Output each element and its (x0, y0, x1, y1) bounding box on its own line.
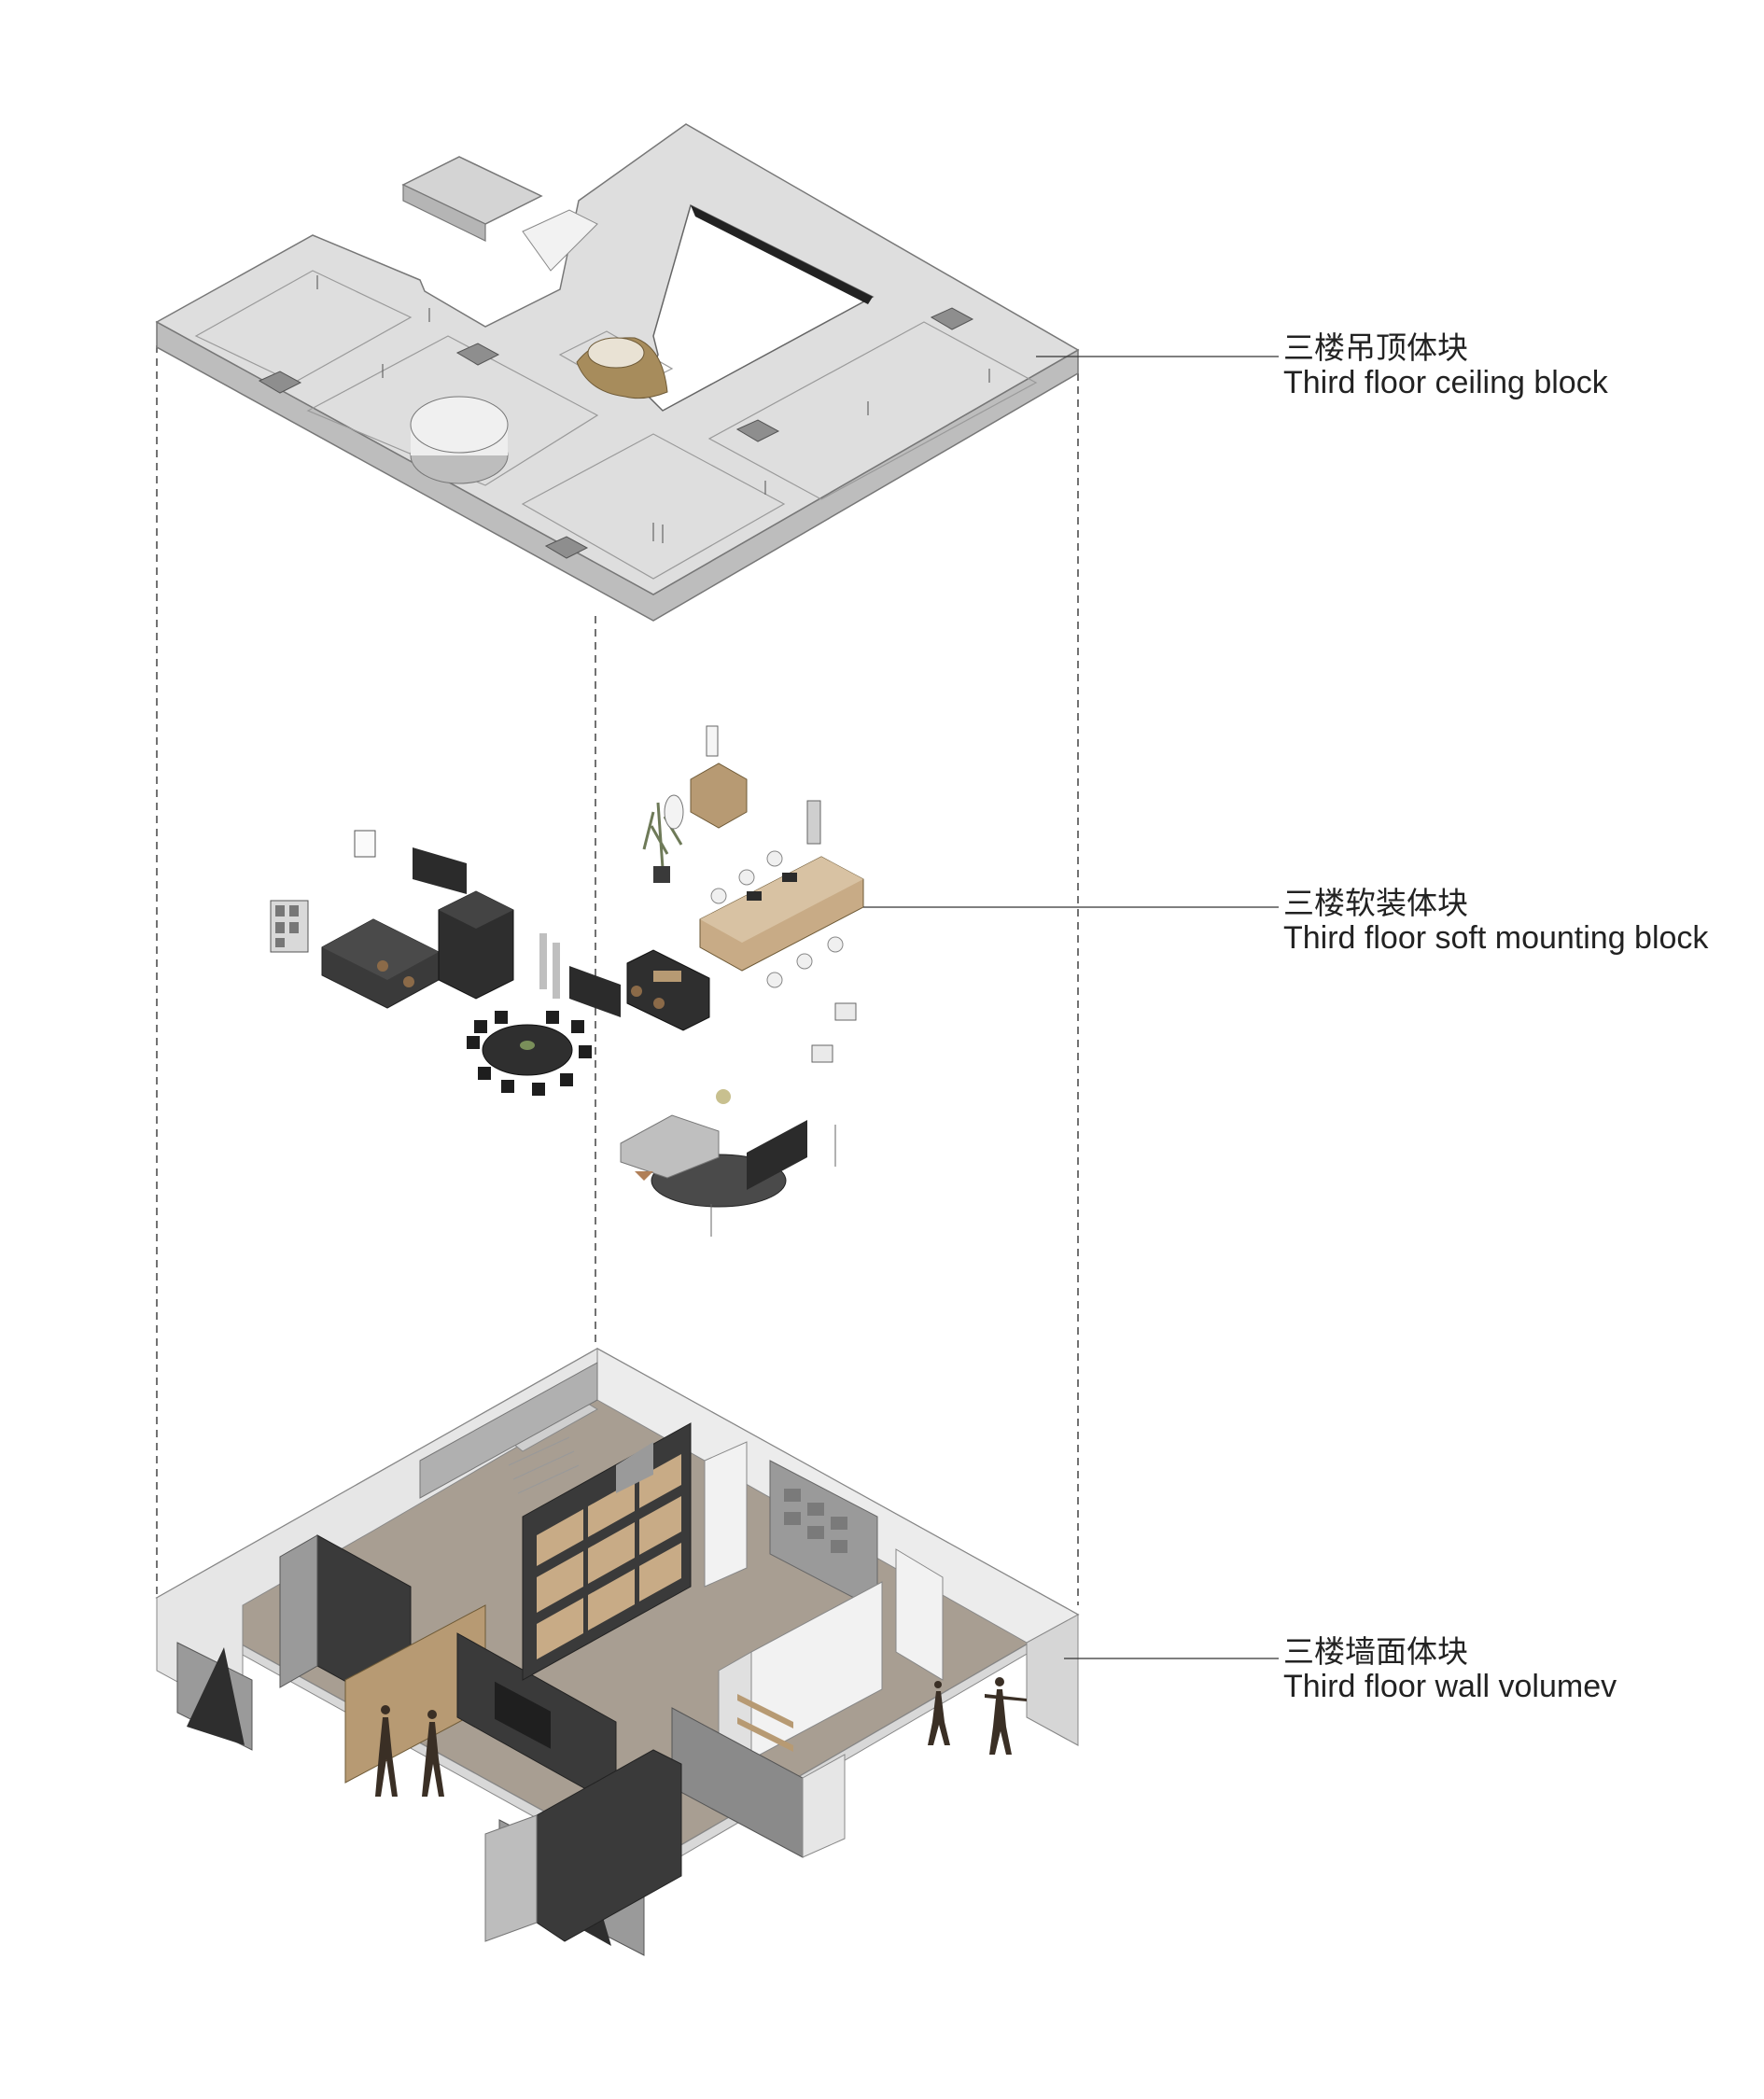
bar-counter-top (653, 971, 681, 982)
ceiling-stair-wing-side (402, 184, 486, 242)
reception-stool (377, 960, 388, 972)
ceiling-stair-wing (401, 156, 543, 225)
shelving-compartments (537, 1454, 681, 1659)
ceiling-stair-opening (522, 209, 598, 272)
lounge-tv (747, 1120, 807, 1190)
grey-partition-mid (616, 1442, 653, 1493)
wood-shelves (737, 1694, 793, 1752)
display-board (569, 966, 621, 1017)
office-chairs (710, 850, 844, 988)
label-ceiling-block: 三楼吊顶体块 Third floor ceiling block (1283, 329, 1608, 401)
ceiling-block (155, 123, 1080, 622)
label-wall-en: Third floor wall volumev (1283, 1669, 1617, 1704)
label-soft-block: 三楼软装体块 Third floor soft mounting block (1283, 885, 1709, 957)
figure-1 (375, 1717, 398, 1797)
grey-partition-top (419, 1362, 598, 1499)
meeting-screen (495, 1681, 551, 1749)
ceiling-ac-units (258, 307, 974, 559)
human-figures (375, 1677, 1027, 1797)
wall-block (155, 1348, 1080, 1956)
desk-monitors (747, 873, 797, 901)
framed-picture (354, 830, 376, 858)
grey-wall-bottom (484, 1814, 538, 1942)
white-column (704, 1441, 748, 1588)
bar-stools (631, 986, 665, 1009)
bar-counter (626, 949, 710, 1031)
round-meeting-table (482, 1024, 573, 1076)
triangle-feature-left (187, 1647, 245, 1745)
sample-panels (539, 933, 560, 999)
pendant-lamp (716, 1089, 731, 1104)
meeting-chairs (467, 1011, 592, 1096)
sofa (620, 1114, 720, 1179)
signage-panels (784, 1489, 847, 1553)
label-wall-block: 三楼墙面体块 Third floor wall volumev (1283, 1633, 1617, 1705)
white-wall-right (895, 1548, 944, 1681)
label-soft-en: Third floor soft mounting block (1283, 920, 1709, 956)
ceiling-skylight-edge (691, 205, 873, 304)
grey-room-side (802, 1754, 846, 1858)
label-soft-zh: 三楼软装体块 (1283, 885, 1468, 921)
reception-stool (403, 976, 414, 987)
potted-plant (642, 802, 683, 883)
ceiling-pendant-drops (316, 275, 990, 543)
leader-lines (863, 356, 1279, 1659)
wood-cabinet (690, 763, 748, 829)
wall-tv-left (413, 847, 467, 894)
work-desk-top (700, 857, 863, 943)
figure-4 (989, 1689, 1012, 1755)
reception-desk-top (322, 919, 439, 980)
display-cabinet-top (439, 891, 513, 929)
label-wall-zh: 三楼墙面体块 (1283, 1633, 1468, 1670)
soft-mounting-block (270, 725, 864, 1237)
figure-4-arms (985, 1694, 1027, 1701)
ceiling-round-feature (410, 396, 509, 484)
alignment-dashed-lines (156, 345, 1079, 1605)
stair-steps (508, 1436, 580, 1494)
wall-right-end (1026, 1614, 1079, 1746)
small-workstations (811, 1002, 857, 1063)
vase (664, 794, 684, 830)
artwork-frames (275, 905, 299, 947)
label-ceiling-zh: 三楼吊顶体块 (1283, 329, 1468, 366)
coat-stand (806, 800, 821, 845)
figure-3 (928, 1691, 950, 1745)
ceiling-gold-lamp (576, 337, 668, 399)
grey-wall-left (279, 1534, 318, 1688)
figure-2 (422, 1722, 444, 1797)
lounge-area (620, 1089, 836, 1237)
floor-lamp (706, 725, 719, 757)
label-ceiling-en: Third floor ceiling block (1283, 365, 1608, 400)
side-table (635, 1171, 653, 1181)
